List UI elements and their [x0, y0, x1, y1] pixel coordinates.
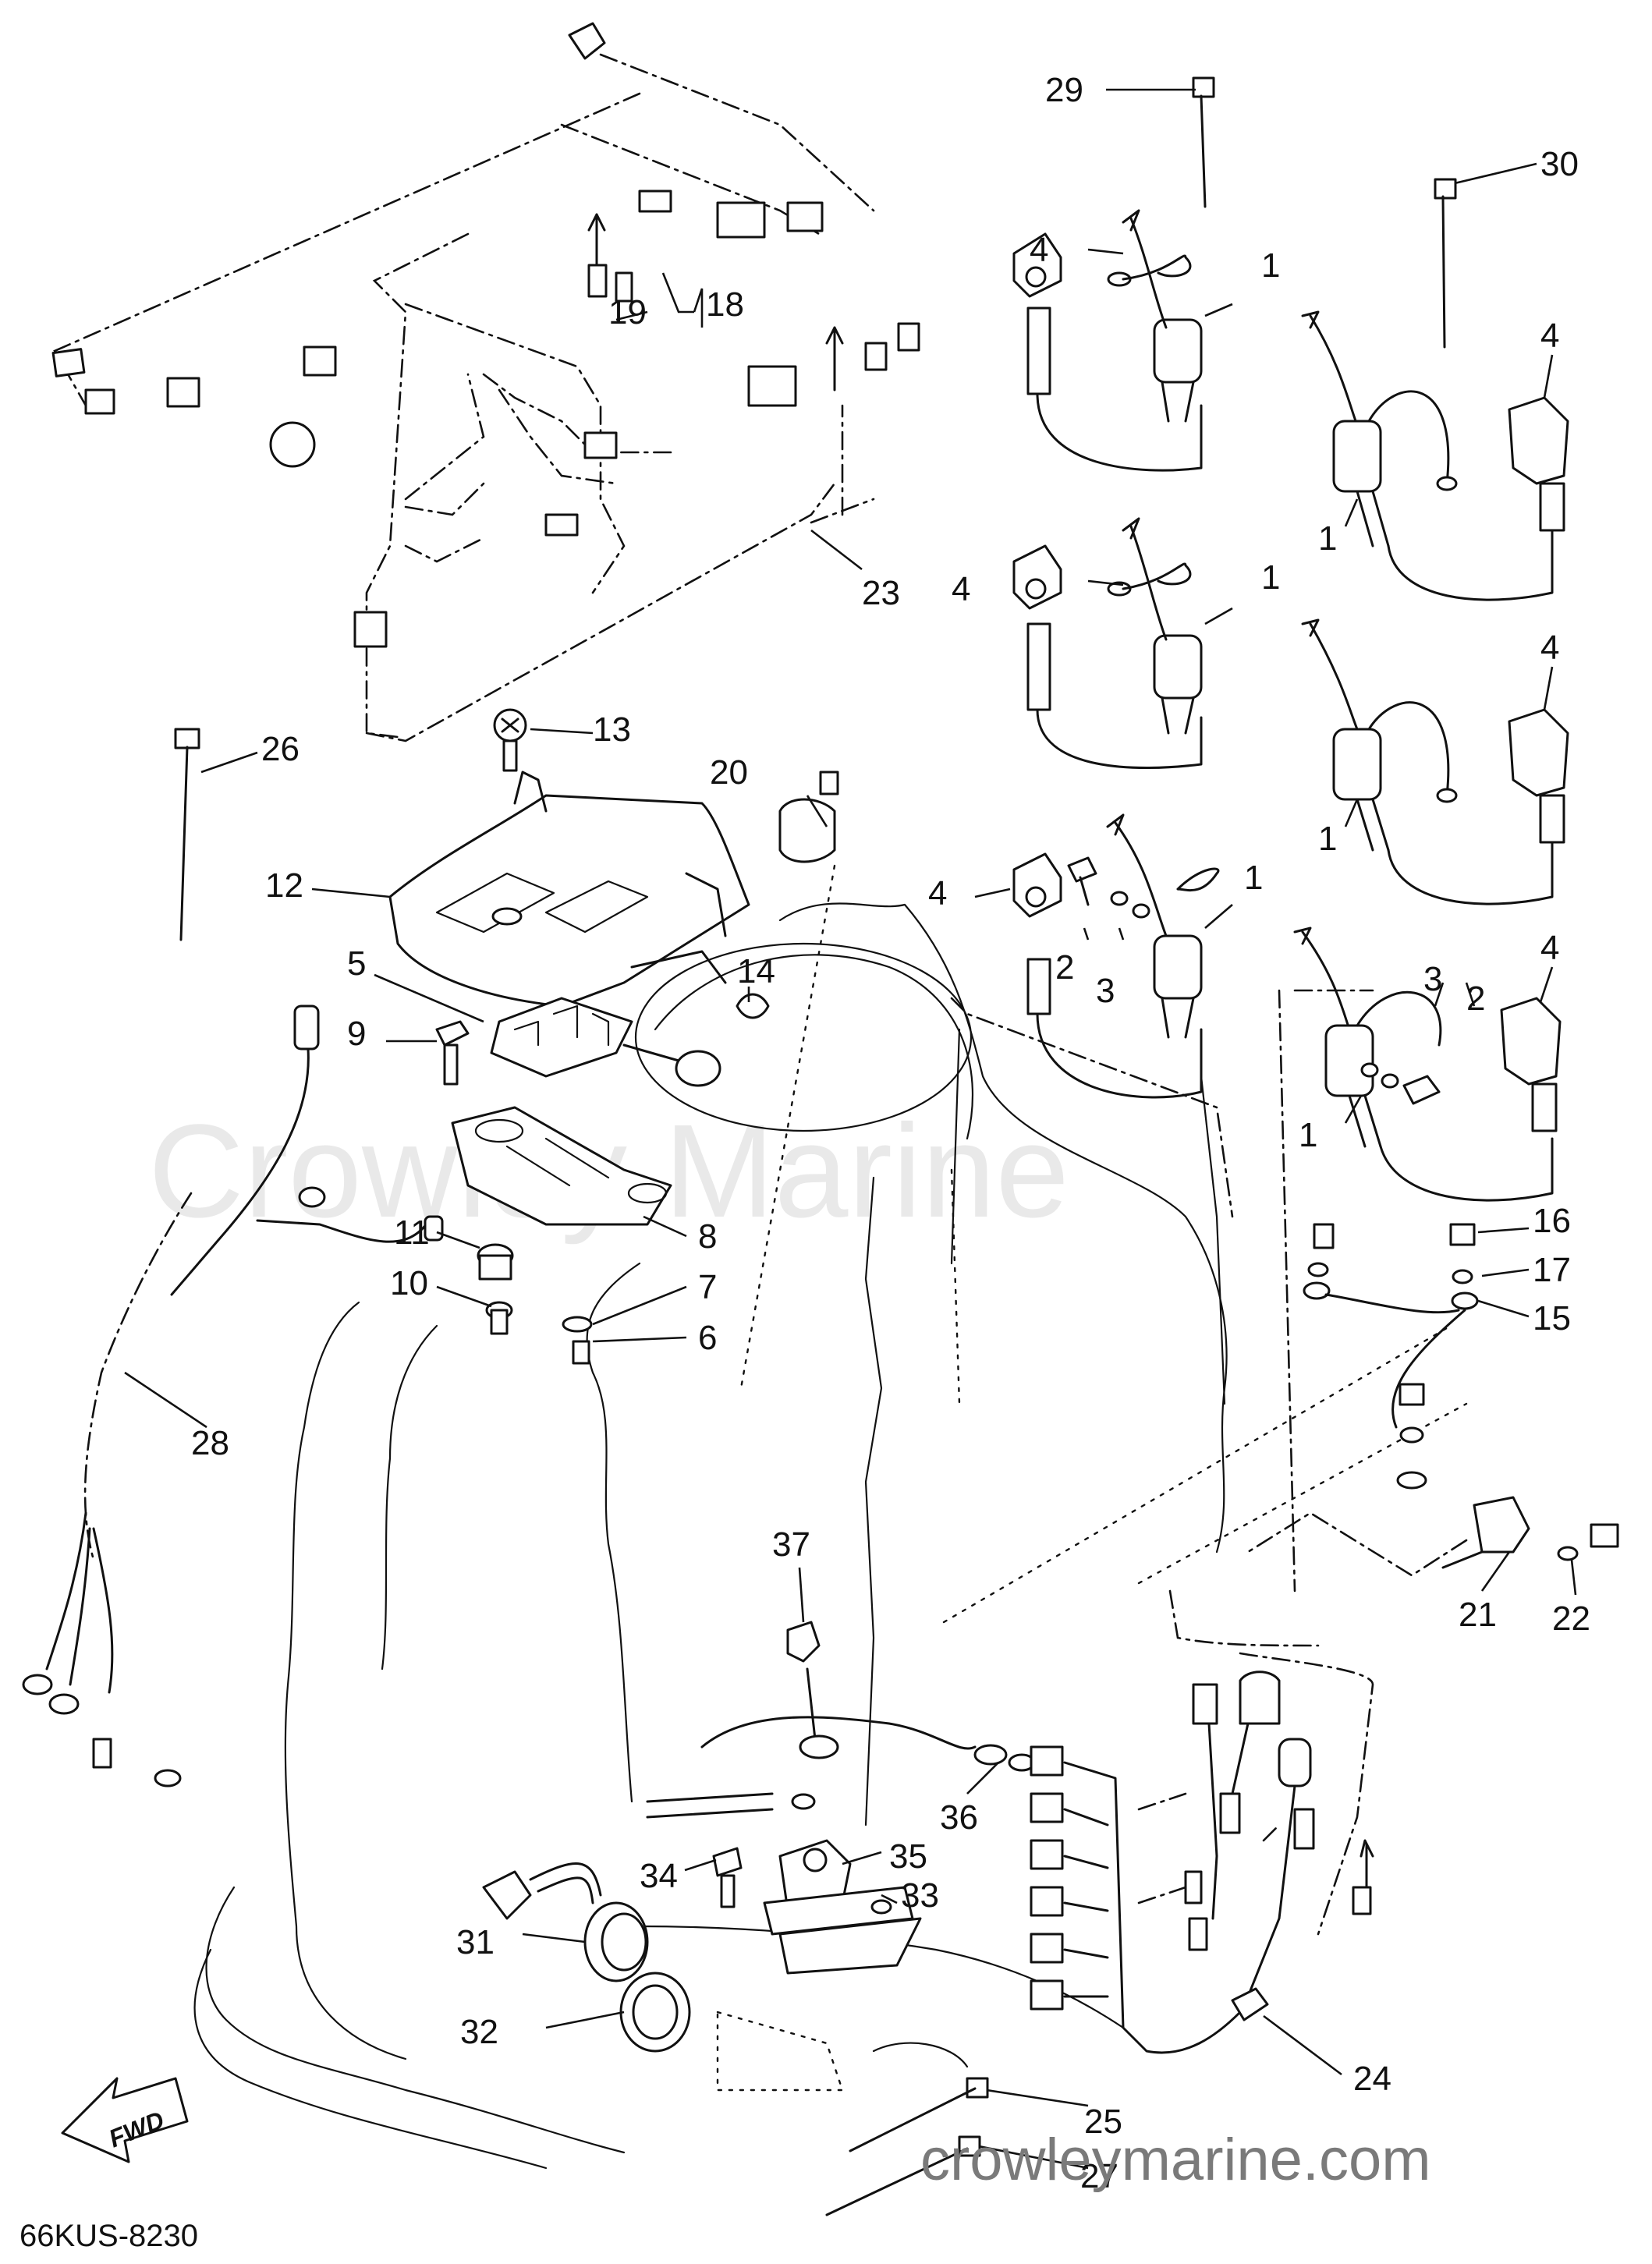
routing-line	[716, 2011, 844, 2092]
harness-connector	[166, 377, 200, 408]
callout-25: 25	[1084, 2103, 1122, 2141]
callout-18: 18	[706, 285, 744, 324]
relay-bracket	[712, 1839, 922, 1975]
harness-grommet	[482, 1862, 691, 2053]
callout-35: 35	[889, 1837, 927, 1876]
callout-36: 36	[940, 1798, 978, 1837]
callout-12: 12	[265, 866, 303, 905]
grommet	[477, 1243, 514, 1281]
harness-relay	[587, 264, 608, 298]
callout-4: 4	[1540, 929, 1559, 967]
leader-lines	[124, 248, 1577, 2170]
callout-22: 22	[1552, 1600, 1590, 1638]
cable-tie	[1106, 76, 1215, 208]
callout-21: 21	[1459, 1596, 1497, 1634]
harness-connector	[583, 431, 618, 459]
harness-connector	[84, 388, 115, 415]
callout-4: 4	[1540, 629, 1559, 667]
harness-connector	[353, 611, 388, 648]
callout-26: 26	[261, 730, 300, 768]
washer	[562, 1316, 593, 1333]
callout-23: 23	[862, 574, 900, 612]
harness-connector	[638, 190, 672, 213]
harness-connector	[786, 201, 824, 232]
battery-harness	[22, 1192, 193, 1787]
callout-7: 7	[698, 1268, 717, 1306]
callout-14: 14	[737, 952, 775, 990]
ground-strap	[1303, 1223, 1479, 1490]
cdi-bracket-assembly	[388, 771, 839, 1226]
callout-29: 29	[1045, 71, 1083, 109]
harness-connector	[303, 345, 337, 377]
drawing-code: 66KUS-8230	[19, 2219, 198, 2253]
callout-2: 2	[1055, 948, 1074, 987]
lower-lead	[646, 1621, 1036, 1819]
callout-11: 11	[394, 1213, 430, 1252]
callout-5: 5	[347, 944, 366, 983]
ignition-coil-group	[1012, 209, 1569, 1202]
screw	[572, 1340, 590, 1365]
callout-4: 4	[1030, 231, 1048, 269]
bolt	[435, 1020, 470, 1086]
harness-connector	[544, 513, 579, 537]
cable-tie	[825, 2077, 989, 2216]
callout-17: 17	[1533, 1251, 1571, 1289]
callout-1: 1	[1261, 246, 1280, 285]
leader-line	[810, 529, 863, 571]
routing-line	[739, 864, 836, 1390]
engine-outline	[193, 902, 1374, 2170]
harness-grommet	[269, 421, 316, 468]
callout-1: 1	[1261, 558, 1280, 597]
harness-connector	[897, 322, 920, 352]
callout-32: 32	[460, 2013, 498, 2051]
watermark-url: crowleymarine.com	[920, 2127, 1431, 2193]
callout-13: 13	[593, 710, 631, 749]
callout-8: 8	[698, 1217, 717, 1256]
harness-connector	[716, 201, 766, 239]
harness-relay	[615, 271, 633, 303]
callout-4: 4	[928, 874, 947, 912]
bolt	[493, 708, 527, 772]
callout-2: 2	[1466, 980, 1485, 1018]
harness-connector	[747, 365, 797, 407]
sensor-clamp	[1246, 1496, 1619, 1577]
callout-9: 9	[347, 1015, 366, 1053]
callout-20: 20	[710, 753, 748, 792]
callout-34: 34	[640, 1857, 678, 1895]
callout-1: 1	[1318, 820, 1337, 858]
callout-3: 3	[1096, 972, 1115, 1010]
routing-line	[1137, 1402, 1468, 1585]
fwd-arrow-icon: FWD	[61, 2077, 189, 2163]
callout-1: 1	[1244, 859, 1263, 897]
callout-30: 30	[1540, 145, 1579, 183]
harness-connector	[864, 342, 888, 371]
callout-4: 4	[1540, 317, 1559, 355]
callout-15: 15	[1533, 1299, 1571, 1337]
callout-4: 4	[952, 570, 970, 608]
callout-19: 19	[608, 293, 647, 331]
callout-31: 31	[456, 1923, 495, 1961]
harness-connector	[51, 348, 86, 377]
callout-1: 1	[1299, 1116, 1317, 1154]
callout-6: 6	[698, 1319, 717, 1357]
callout-33: 33	[901, 1876, 939, 1915]
callout-labels: 29 30 4 1 19 18 4 1 23 4 1 13 26 4 1 20 …	[191, 71, 1590, 2195]
routing-line	[942, 1324, 1452, 1624]
callout-24: 24	[1353, 2060, 1391, 2098]
cable-tie	[1434, 162, 1537, 349]
callout-10: 10	[390, 1264, 428, 1302]
collar	[485, 1301, 513, 1335]
main-wire-harness	[51, 22, 920, 742]
lower-harness	[1030, 1589, 1374, 2054]
cable-tie	[174, 728, 258, 941]
callout-3: 3	[1423, 960, 1442, 998]
ground-lead	[170, 1004, 444, 1296]
callout-37: 37	[772, 1525, 810, 1564]
callout-28: 28	[191, 1424, 229, 1462]
callout-27: 27	[1080, 2157, 1118, 2195]
callout-16: 16	[1533, 1202, 1571, 1240]
callout-1: 1	[1318, 519, 1337, 558]
